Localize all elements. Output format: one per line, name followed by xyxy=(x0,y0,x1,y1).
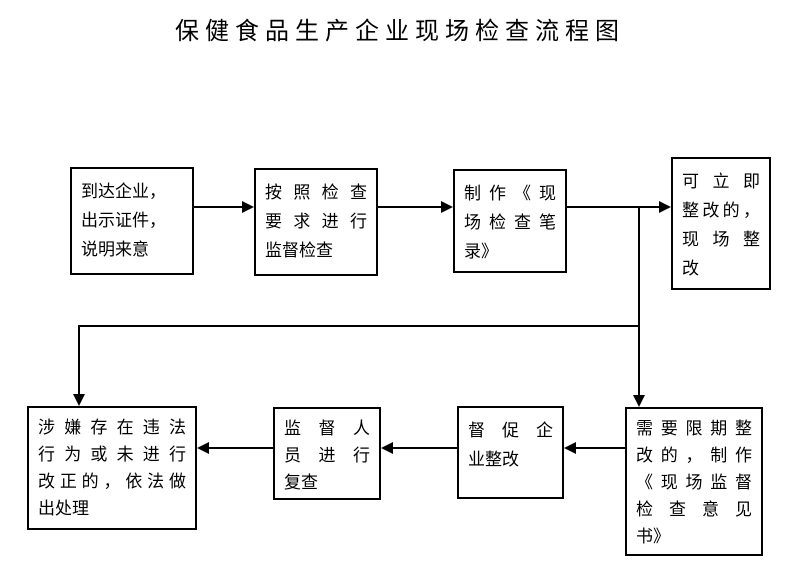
flow-node-deadline-fix: 需要限期整改的，制作《现场监督检查意见书》 xyxy=(625,407,763,556)
connector-inspect-to-record xyxy=(378,206,442,208)
arrowhead-left-icon xyxy=(381,442,393,454)
flow-node-record: 制作《现场检查笔录》 xyxy=(453,169,567,273)
flow-node-recheck: 监督人员进行复查 xyxy=(273,407,381,500)
connector-arrive-to-inspect xyxy=(194,206,243,208)
arrowhead-right-icon xyxy=(441,201,453,213)
connector-record-to-deadline-fix xyxy=(638,206,640,396)
flow-node-immediate-fix: 可立即整改的，现场整改 xyxy=(671,157,771,290)
flow-node-urge: 督促企业整改 xyxy=(457,406,564,499)
arrowhead-left-icon xyxy=(564,442,576,454)
connector-urge-to-recheck xyxy=(393,447,457,449)
flow-node-arrive: 到达企业，出示证件，说明来意 xyxy=(70,167,194,275)
connector-deadline-fix-to-urge xyxy=(576,447,625,449)
connector-branch-to-handle-vertical xyxy=(78,325,80,395)
arrowhead-left-icon xyxy=(197,442,209,454)
connector-record-to-immediate-fix xyxy=(567,206,660,208)
diagram-title: 保健食品生产企业现场检查流程图 xyxy=(175,19,625,45)
connector-recheck-to-handle xyxy=(209,447,273,449)
arrowhead-right-icon xyxy=(659,201,671,213)
arrowhead-right-icon xyxy=(242,201,254,213)
arrowhead-down-icon xyxy=(633,395,645,407)
flow-node-handle: 涉嫌存在违法行为或未进行改正的，依法做出处理 xyxy=(27,406,197,530)
flow-node-inspect: 按照检查要求进行监督检查 xyxy=(254,168,378,276)
arrowhead-down-icon xyxy=(73,394,85,406)
connector-branch-to-handle-horizontal xyxy=(78,325,640,327)
